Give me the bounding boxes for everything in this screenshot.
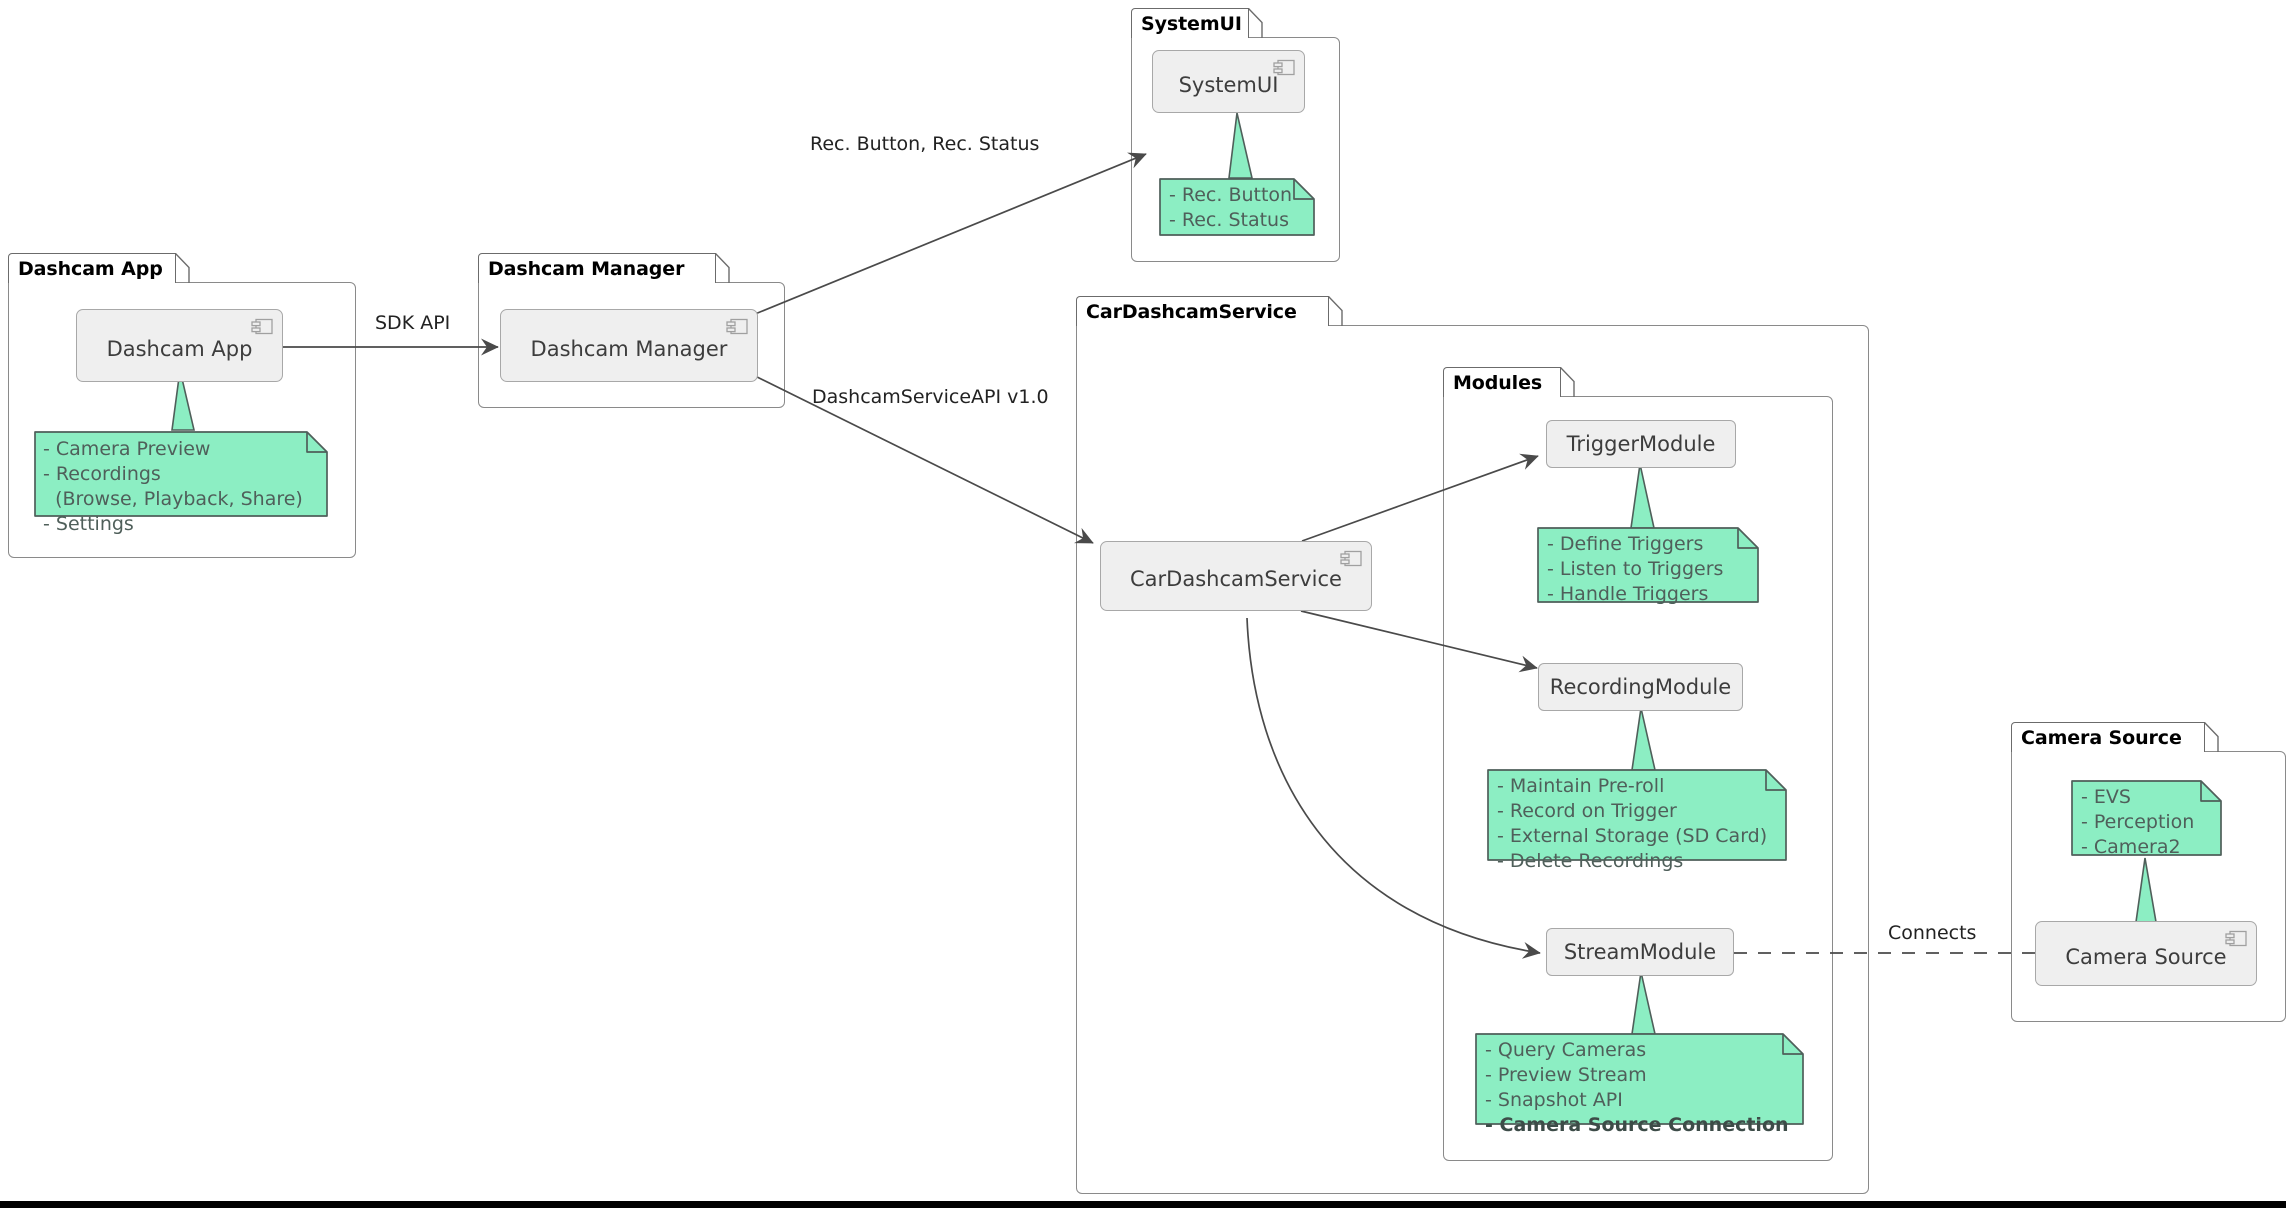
component-triggermodule[interactable]: TriggerModule [1546, 420, 1736, 468]
component-icon [726, 318, 748, 335]
component-label-camera-source: Camera Source [2065, 944, 2227, 969]
component-label-recordingmodule: RecordingModule [1549, 675, 1732, 699]
edge-label-dashcam-service-api: DashcamServiceAPI v1.0 [812, 386, 1049, 408]
package-tab-slant [1560, 367, 1578, 397]
component-label-triggermodule: TriggerModule [1566, 432, 1716, 456]
package-tab-systemui: SystemUI [1131, 8, 1249, 38]
component-cardashcamservice[interactable]: CarDashcamService [1100, 541, 1372, 611]
note-camera-source: - EVS - Perception - Camera2 [2069, 778, 2225, 858]
note-shape [1159, 178, 1315, 236]
note-systemui: - Rec. Button - Rec. Status [1157, 176, 1318, 238]
package-label-dashcam-app: Dashcam App [18, 257, 163, 280]
note-shape [2071, 780, 2222, 856]
note-dashcam-app: - Camera Preview - Recordings (Browse, P… [31, 428, 331, 535]
note-text-triggermodule: - Define Triggers - Listen to Triggers -… [1547, 533, 1724, 606]
package-tab-slant [1328, 296, 1346, 326]
component-dashcam-app[interactable]: Dashcam App [76, 309, 283, 382]
component-icon [1273, 59, 1295, 76]
package-tab-modules: Modules [1443, 367, 1561, 397]
note-text-systemui: - Rec. Button - Rec. Status [1169, 184, 1293, 232]
component-camera-source[interactable]: Camera Source [2035, 921, 2257, 986]
package-label-dashcam-manager: Dashcam Manager [488, 257, 685, 280]
note-text-recordingmodule: - Maintain Pre-roll - Record on Trigger … [1497, 775, 1768, 873]
package-label-systemui: SystemUI [1141, 12, 1242, 35]
component-icon [2225, 930, 2247, 947]
note-shape [1475, 1033, 1804, 1125]
package-tab-slant [175, 253, 193, 283]
package-tab-slant [1248, 8, 1266, 38]
note-shape [1537, 527, 1759, 603]
note-text-dashcam-app: - Camera Preview - Recordings (Browse, P… [43, 438, 303, 536]
package-tab-dashcam-app: Dashcam App [8, 253, 176, 283]
component-systemui[interactable]: SystemUI [1152, 50, 1305, 113]
component-icon [251, 318, 273, 335]
package-tab-camera-source: Camera Source [2011, 722, 2205, 752]
bottom-black-bar [0, 1201, 2286, 1208]
package-label-modules: Modules [1453, 371, 1543, 394]
component-label-cardashcamservice: CarDashcamService [1130, 567, 1342, 591]
component-dashcam-manager[interactable]: Dashcam Manager [500, 309, 758, 382]
component-streammodule[interactable]: StreamModule [1546, 928, 1734, 976]
note-text-camera-source: - EVS - Perception - Camera2 [2081, 786, 2195, 859]
component-icon [1340, 550, 1362, 567]
note-streammodule: - Query Cameras - Preview Stream - Snaps… [1473, 1031, 1807, 1136]
package-tab-cardashcamservice: CarDashcamService [1076, 296, 1329, 326]
note-text-streammodule: - Query Cameras - Preview Stream - Snaps… [1485, 1039, 1789, 1137]
package-label-camera-source: Camera Source [2021, 726, 2182, 749]
package-tab-dashcam-manager: Dashcam Manager [478, 253, 716, 283]
component-label-streammodule: StreamModule [1563, 940, 1717, 964]
package-tab-slant [2204, 722, 2222, 752]
edge-label-connects: Connects [1888, 922, 1977, 944]
component-recordingmodule[interactable]: RecordingModule [1538, 663, 1743, 711]
note-recordingmodule: - Maintain Pre-roll - Record on Trigger … [1485, 767, 1790, 872]
package-label-cardashcamservice: CarDashcamService [1086, 300, 1297, 323]
note-shape [34, 431, 328, 517]
package-tab-slant [715, 253, 733, 283]
edge-label-sdk-api: SDK API [375, 312, 451, 334]
component-label-systemui: SystemUI [1178, 72, 1279, 97]
component-label-dashcam-manager: Dashcam Manager [530, 336, 728, 361]
edge-label-rec-button-status: Rec. Button, Rec. Status [810, 133, 1040, 155]
note-triggermodule: - Define Triggers - Listen to Triggers -… [1535, 525, 1762, 605]
component-label-dashcam-app: Dashcam App [106, 336, 253, 361]
